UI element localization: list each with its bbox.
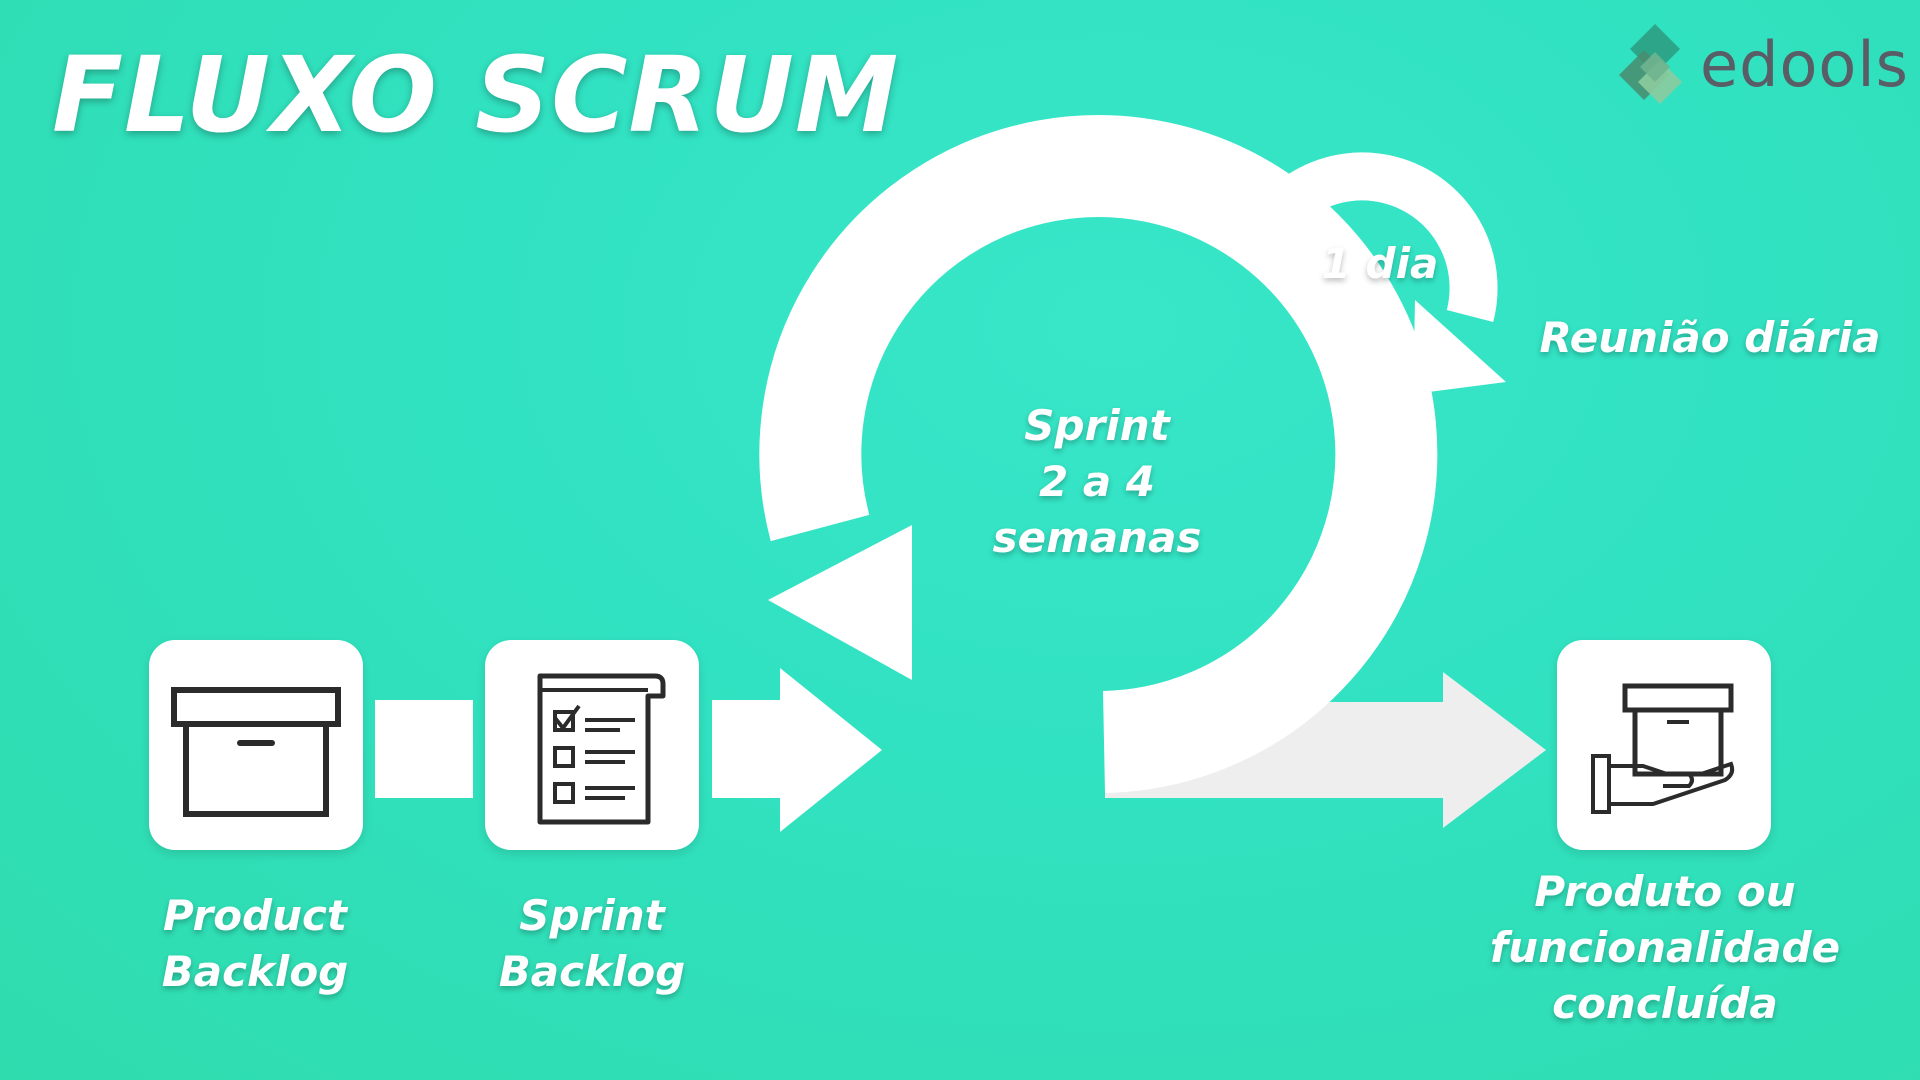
arrow-into-sprint <box>712 668 882 832</box>
sprint-backlog-label-line: Backlog <box>498 947 686 996</box>
result-card <box>1557 640 1771 850</box>
sprint-label-line: 2 a 4 <box>1038 457 1156 506</box>
archive-box-icon <box>171 687 341 817</box>
hand-delivering-box-icon <box>1591 683 1735 814</box>
logo-text: edools <box>1700 28 1909 101</box>
sprint-label-line: semanas <box>992 513 1202 562</box>
checklist-icon <box>537 673 666 825</box>
result-label-line: Produto ou <box>1534 867 1796 916</box>
page-title: FLUXO SCRUM <box>52 34 900 156</box>
sprint-duration-label: Sprint 2 a 4 semanas <box>942 398 1252 566</box>
daily-cycle-arrowhead <box>1413 300 1506 394</box>
product-backlog-label-line: Backlog <box>161 947 349 996</box>
daily-period-label: 1 dia <box>1321 239 1439 288</box>
result-label-line: concluída <box>1552 979 1778 1028</box>
sprint-cycle-arrowhead <box>768 525 912 680</box>
connector-bar <box>375 700 473 798</box>
daily-cycle-arc <box>1230 152 1498 322</box>
sprint-backlog-label: Sprint Backlog <box>482 888 702 1000</box>
product-backlog-label: Product Backlog <box>145 888 365 1000</box>
sprint-backlog-label-line: Sprint <box>519 891 665 940</box>
sprint-label-line: Sprint <box>1024 401 1170 450</box>
edools-logo: edools <box>1610 22 1910 112</box>
edools-logo-mark-icon <box>1619 24 1682 104</box>
sprint-backlog-card <box>485 640 699 850</box>
result-label: Produto ou funcionalidade concluída <box>1470 864 1860 1032</box>
product-backlog-card <box>149 640 363 850</box>
daily-meeting-label: Reunião diária <box>1539 313 1881 362</box>
result-label-line: funcionalidade <box>1489 923 1841 972</box>
product-backlog-label-line: Product <box>163 891 347 940</box>
